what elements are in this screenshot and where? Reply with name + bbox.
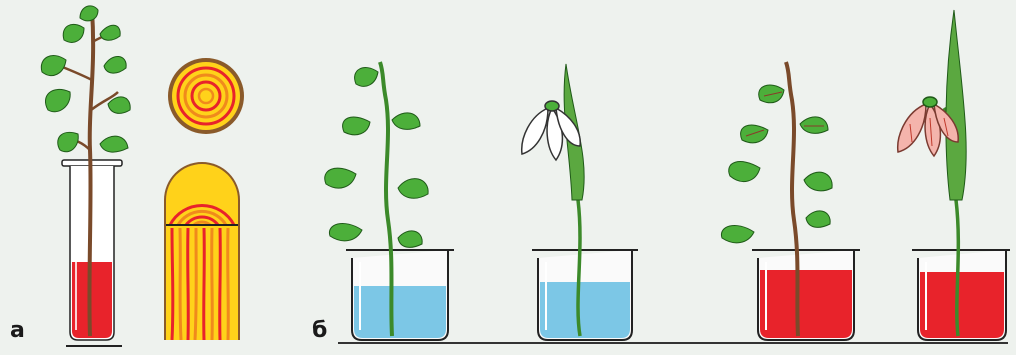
beaker-branch-blue — [325, 62, 454, 340]
stem-cross-section — [168, 58, 244, 134]
panel-label-a: а — [10, 318, 25, 343]
red-dye-liquid — [920, 272, 1004, 338]
stem-longitudinal-section — [160, 150, 250, 350]
red-dye-liquid — [72, 262, 112, 338]
blue-water — [354, 286, 446, 338]
panel-a — [41, 6, 250, 350]
panel-b — [325, 10, 1010, 343]
beaker-snowdrop-blue — [522, 64, 638, 340]
beaker-branch-red — [721, 62, 860, 340]
blue-water — [540, 282, 630, 338]
beaker-snowdrop-red — [898, 10, 1010, 340]
red-dye-liquid — [760, 270, 852, 338]
panel-label-b: б — [312, 318, 327, 343]
